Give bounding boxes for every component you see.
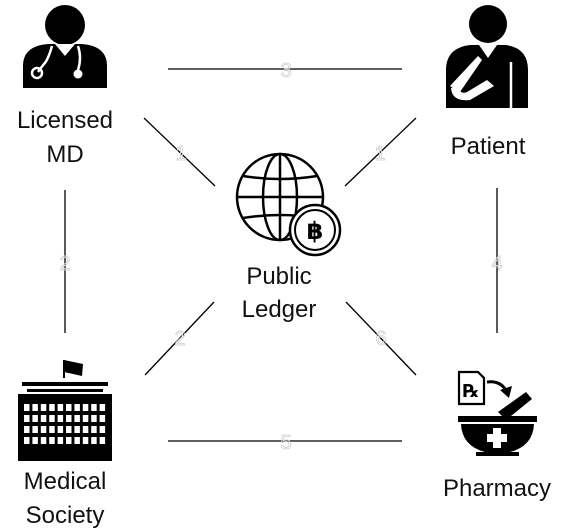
ledger-label-line-1: Public: [246, 263, 311, 290]
node-society: Medical Society: [18, 360, 112, 529]
building-window: [66, 437, 72, 444]
building-window: [91, 437, 97, 444]
building-window: [40, 426, 47, 433]
building-window: [49, 404, 55, 411]
patient-arm-sling-icon: [446, 5, 528, 108]
doctor-stethoscope-icon: [23, 5, 107, 88]
building-flag-icon: [18, 360, 112, 461]
building-window: [66, 426, 72, 433]
edge-doctor-society: 2: [59, 190, 71, 333]
building-window: [99, 426, 106, 433]
building-window: [24, 404, 30, 411]
building-window: [24, 415, 30, 422]
building-window: [49, 437, 55, 444]
building-window: [24, 437, 30, 444]
edge-society-ledger: 2: [144, 301, 215, 376]
node-ledger: ฿ Public Ledger: [235, 152, 342, 323]
building-window: [32, 415, 38, 422]
building-window: [99, 404, 106, 411]
edge-doctor-ledger: 1: [143, 117, 216, 187]
edge-number: 1: [374, 143, 385, 165]
building-window: [57, 404, 64, 411]
building-window: [82, 404, 89, 411]
building-window: [91, 404, 97, 411]
edge-number: 2: [174, 328, 185, 350]
building-window: [82, 415, 89, 422]
building-window: [40, 415, 47, 422]
edge-society-pharmacy: 5: [168, 432, 402, 454]
edge-number: 3: [280, 60, 291, 82]
ledger-label-line-2: Ledger: [242, 296, 317, 323]
building-window: [82, 426, 89, 433]
building-window: [32, 404, 38, 411]
building-window: [99, 437, 106, 444]
building-window: [24, 426, 30, 433]
node-pharmacy: ℞ Pharmacy: [443, 370, 551, 502]
edge-patient-pharmacy: 4: [491, 188, 503, 333]
society-label-line-1: Medical: [24, 468, 107, 495]
building-window: [66, 415, 72, 422]
node-doctor: Licensed MD: [17, 5, 113, 168]
doctor-label-line-1: Licensed: [17, 107, 113, 134]
edge-doctor-patient: 3: [168, 60, 402, 82]
building-window: [74, 415, 80, 422]
society-label-line-2: Society: [26, 502, 105, 529]
baht-symbol: ฿: [307, 217, 324, 245]
edge-patient-ledger: 1: [344, 117, 417, 187]
edge-number: 5: [280, 432, 291, 454]
node-patient: Patient: [446, 5, 528, 160]
building-window: [32, 426, 38, 433]
building-window: [82, 437, 89, 444]
building-window: [57, 415, 64, 422]
pharmacy-label: Pharmacy: [443, 475, 551, 502]
edge-number: 6: [375, 328, 386, 350]
edge-ledger-pharmacy: 6: [345, 301, 417, 376]
building-window: [32, 437, 38, 444]
edge-number: 2: [59, 253, 70, 275]
building-window: [57, 437, 64, 444]
patient-label: Patient: [451, 133, 526, 160]
building-window: [57, 426, 64, 433]
building-window: [49, 415, 55, 422]
building-window: [40, 437, 47, 444]
rx-symbol: ℞: [463, 381, 479, 402]
edge-number: 4: [491, 253, 502, 275]
globe-baht-coin-icon: ฿: [235, 152, 342, 257]
building-window: [74, 404, 80, 411]
building-window: [40, 404, 47, 411]
building-window: [91, 415, 97, 422]
edge-number: 1: [175, 143, 186, 165]
prescription-mortar-pestle-icon: ℞: [457, 370, 537, 456]
building-window: [74, 426, 80, 433]
building-window: [74, 437, 80, 444]
doctor-label-line-2: MD: [46, 141, 83, 168]
building-window: [49, 426, 55, 433]
building-window: [99, 415, 106, 422]
building-window: [91, 426, 97, 433]
building-window: [66, 404, 72, 411]
